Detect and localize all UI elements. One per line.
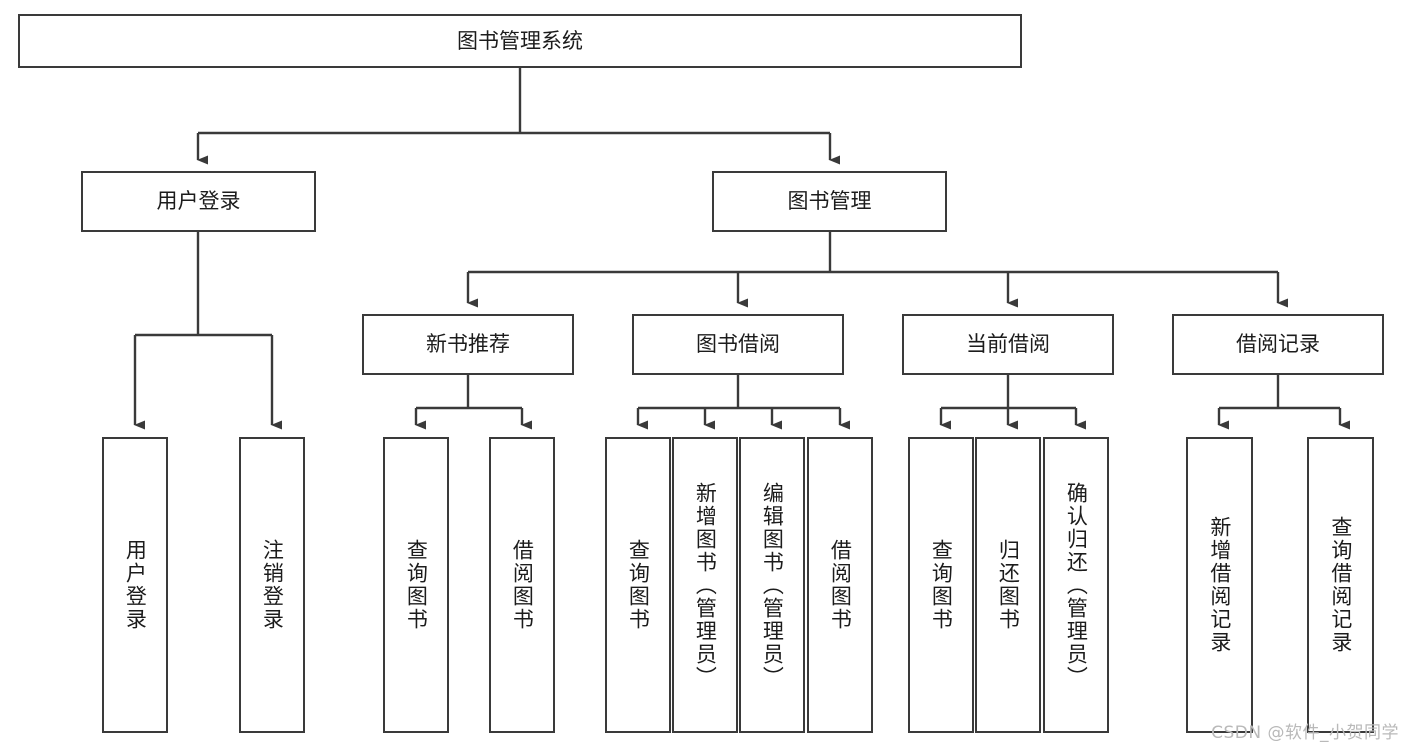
leaf-records-query-record[interactable]: 查询借阅记录 [1307, 437, 1374, 733]
leaf-borrow-borrow-book[interactable]: 借阅图书 [807, 437, 873, 733]
node-label: 借阅记录 [1236, 332, 1320, 357]
node-label: 归还图书 [996, 539, 1021, 631]
node-label: 查询图书 [404, 539, 429, 631]
node-label: 查询图书 [929, 539, 954, 631]
node-user-login[interactable]: 用户登录 [81, 171, 316, 232]
leaf-new-book-borrow[interactable]: 借阅图书 [489, 437, 555, 733]
node-label: 借阅图书 [510, 539, 535, 631]
csdn-watermark: CSDN @软件_小贺同学 [1211, 723, 1399, 743]
node-label: 确认归还（管理员） [1064, 481, 1089, 689]
leaf-user-login-logout[interactable]: 注销登录 [239, 437, 305, 733]
node-label: 借阅图书 [828, 539, 853, 631]
node-book-borrow[interactable]: 图书借阅 [632, 314, 844, 375]
leaf-current-confirm-return-admin[interactable]: 确认归还（管理员） [1043, 437, 1109, 733]
node-borrow-records[interactable]: 借阅记录 [1172, 314, 1384, 375]
node-label: 新增图书（管理员） [693, 481, 718, 689]
node-book-management[interactable]: 图书管理 [712, 171, 947, 232]
leaf-borrow-add-book-admin[interactable]: 新增图书（管理员） [672, 437, 738, 733]
node-label: 用户登录 [156, 189, 241, 214]
leaf-user-login-login[interactable]: 用户登录 [102, 437, 168, 733]
node-label: 查询图书 [626, 539, 651, 631]
leaf-current-return-book[interactable]: 归还图书 [975, 437, 1041, 733]
leaf-borrow-query-book[interactable]: 查询图书 [605, 437, 671, 733]
node-label: 新书推荐 [426, 332, 510, 357]
node-label: 图书借阅 [696, 332, 780, 357]
node-label: 查询借阅记录 [1328, 516, 1353, 654]
node-current-borrow[interactable]: 当前借阅 [902, 314, 1114, 375]
node-label: 图书管理系统 [457, 28, 583, 53]
node-label: 图书管理 [787, 189, 872, 214]
leaf-current-query-book[interactable]: 查询图书 [908, 437, 974, 733]
node-label: 新增借阅记录 [1207, 516, 1232, 654]
leaf-records-add-record[interactable]: 新增借阅记录 [1186, 437, 1253, 733]
node-new-book-recommend[interactable]: 新书推荐 [362, 314, 574, 375]
leaf-borrow-edit-book-admin[interactable]: 编辑图书（管理员） [739, 437, 805, 733]
leaf-new-book-query[interactable]: 查询图书 [383, 437, 449, 733]
node-label: 当前借阅 [966, 332, 1050, 357]
node-root-system[interactable]: 图书管理系统 [18, 14, 1022, 68]
node-label: 编辑图书（管理员） [760, 481, 785, 689]
node-label: 注销登录 [260, 539, 285, 631]
node-label: 用户登录 [123, 539, 148, 631]
